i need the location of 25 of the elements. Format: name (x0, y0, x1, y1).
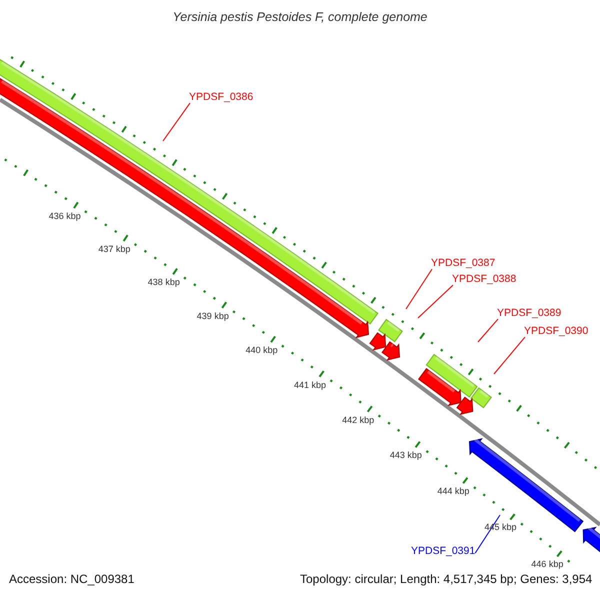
leader-line (494, 336, 526, 374)
leader-line (478, 318, 498, 342)
gene-label: YPDSF_0391 (411, 545, 476, 558)
scale-label: 439 kbp (196, 310, 229, 322)
gene-label: YPDSF_0389 (497, 307, 562, 320)
leader-line (418, 284, 454, 318)
leader-line (406, 268, 432, 310)
leader-line (162, 102, 190, 142)
scale-label: 441 kbp (294, 380, 326, 390)
scale-label: 443 kbp (390, 450, 422, 460)
scale-label: 446 kbp (531, 558, 564, 570)
scale-label: 437 kbp (98, 244, 130, 254)
gene-label: YPDSF_0386 (189, 91, 254, 104)
scale-label: 444 kbp (437, 486, 470, 496)
accession-text: Accession: NC_009381 (9, 573, 134, 587)
scale-label: 436 kbp (48, 211, 81, 222)
gene-label: YPDSF_0387 (431, 257, 496, 270)
scale-label: 438 kbp (148, 277, 180, 288)
diagram-title: Yersinia pestis Pestoides F, complete genome (172, 10, 428, 24)
gene-label: YPDSF_0388 (452, 273, 516, 286)
gene-label: YPDSF_0390 (524, 325, 588, 338)
genome-summary-text: Topology: circular; Length: 4,517,345 bp; Genes: 3,954 (300, 573, 592, 587)
leader-line (474, 514, 500, 554)
scale-label: 442 kbp (342, 414, 374, 425)
scale-label: 440 kbp (246, 344, 278, 356)
